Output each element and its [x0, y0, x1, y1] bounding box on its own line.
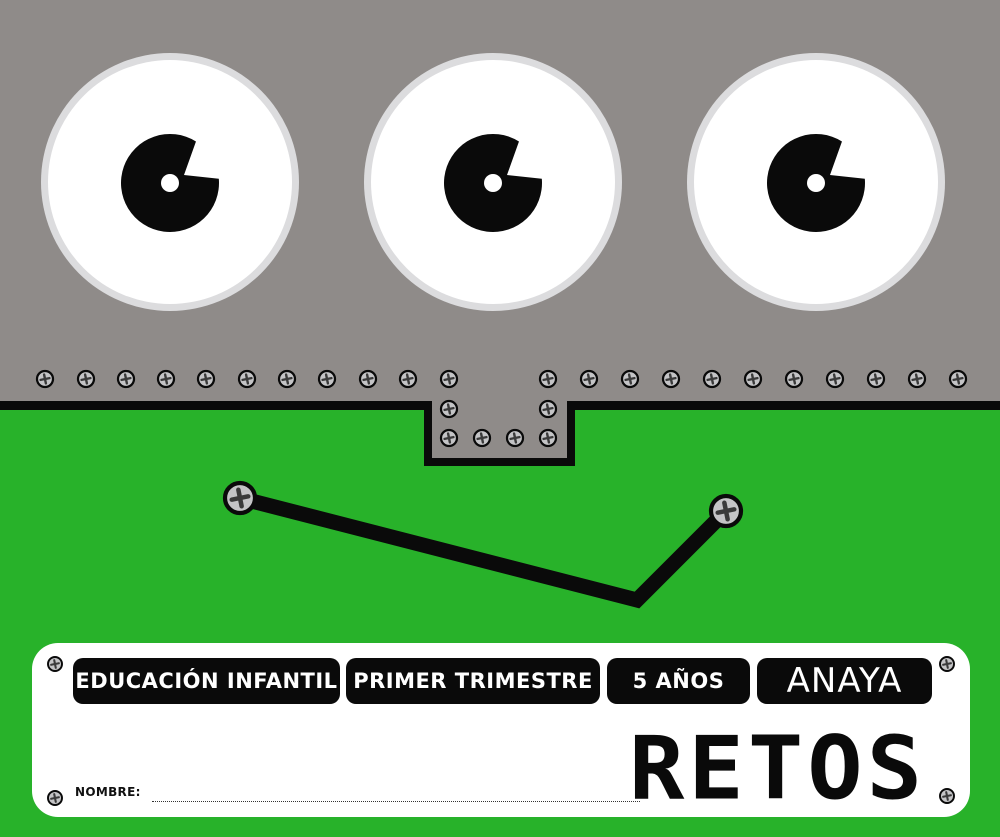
screw-icon — [939, 656, 955, 672]
screw-icon — [579, 369, 599, 389]
screw-icon — [358, 369, 378, 389]
screw-icon — [156, 369, 176, 389]
label-panel: Educación Infantil Primer Trimestre 5 Añ… — [32, 643, 970, 817]
eye-1 — [41, 53, 299, 311]
screw-icon — [277, 369, 297, 389]
screw-icon — [76, 369, 96, 389]
screw-icon — [196, 369, 216, 389]
screw-icon — [47, 656, 63, 672]
screw-icon — [237, 369, 257, 389]
book-title: RETOS — [629, 717, 926, 820]
screw-icon — [948, 369, 968, 389]
name-label: Nombre: — [75, 785, 141, 799]
screw-icon — [939, 788, 955, 804]
screw-icon — [439, 399, 459, 419]
screw-icon — [866, 369, 886, 389]
screw-icon — [907, 369, 927, 389]
screw-icon — [702, 369, 722, 389]
screw-icon — [538, 428, 558, 448]
eye-3 — [687, 53, 945, 311]
screw-icon — [538, 399, 558, 419]
tag-term: Primer Trimestre — [346, 658, 600, 704]
screw-icon — [538, 369, 558, 389]
screw-icon — [743, 369, 763, 389]
mouth-screws — [222, 480, 744, 529]
pupil-highlight — [807, 174, 825, 192]
pupil-highlight — [484, 174, 502, 192]
screws-group — [35, 369, 968, 448]
screw-icon — [222, 480, 258, 516]
name-field[interactable] — [152, 787, 640, 802]
screw-icon — [47, 790, 63, 806]
screw-icon — [439, 369, 459, 389]
tag-age: 5 Años — [607, 658, 750, 704]
screw-icon — [439, 428, 459, 448]
screw-icon — [398, 369, 418, 389]
plate-edge — [0, 401, 1000, 466]
screw-icon — [661, 369, 681, 389]
screw-icon — [825, 369, 845, 389]
screw-icon — [784, 369, 804, 389]
screw-icon — [317, 369, 337, 389]
screw-icon — [472, 428, 492, 448]
screw-icon — [620, 369, 640, 389]
tag-education-level: Educación Infantil — [73, 658, 340, 704]
pupil-highlight — [161, 174, 179, 192]
screw-icon — [35, 369, 55, 389]
publisher-logo: ANAYA — [757, 658, 932, 704]
eyes-group — [41, 53, 945, 311]
mouth-wire — [238, 490, 732, 609]
screw-icon — [708, 493, 744, 529]
eye-2 — [364, 53, 622, 311]
screw-icon — [116, 369, 136, 389]
screw-icon — [505, 428, 525, 448]
